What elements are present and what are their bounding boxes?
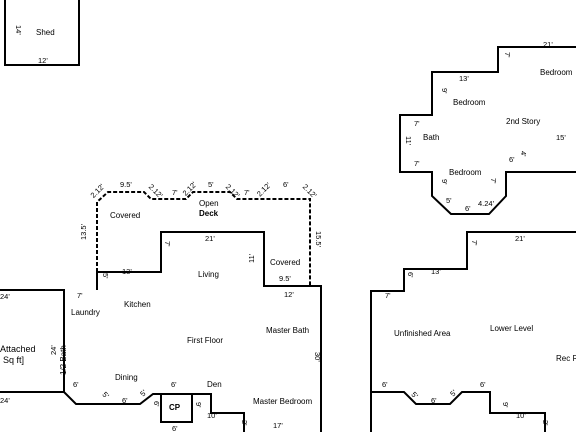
first-floor-label: First Floor [187, 336, 223, 345]
dim-ff-30: 30' [313, 352, 322, 362]
dim-ll-6c: 6' [431, 396, 437, 405]
dim-ff-7b: 7' [77, 291, 83, 300]
dim-ll-6d: 6' [480, 380, 486, 389]
dim-top-13: 13' [459, 74, 469, 83]
half-bath-label: 1/2 Bath [59, 345, 68, 375]
dim-ll-21: 21' [515, 234, 525, 243]
first-floor-wall [96, 231, 322, 432]
shed-side-dim: 14' [14, 25, 23, 35]
dim-ff-17: 17' [273, 421, 283, 430]
dim-ff-24a: 24' [0, 292, 10, 301]
attached-label-2: Sq ft] [3, 355, 24, 365]
open-deck-label-1: Open [199, 199, 219, 208]
master-bath-label: Master Bath [266, 326, 309, 335]
dim-deck-212d: 2.12' [224, 182, 242, 200]
shed-bottom-dim: 12' [38, 56, 48, 65]
dim-top-6: 6' [509, 155, 515, 164]
dim-deck-95: 9.5' [120, 180, 132, 189]
dim-ll-9: 9' [501, 402, 510, 408]
lower-level-wall [370, 231, 576, 432]
dim-ll-7a: 7' [470, 240, 479, 246]
dim-ll-6b: 6' [382, 380, 388, 389]
dim-deck-212c: 2.12' [181, 180, 199, 198]
dim-ff-6e: 6' [172, 424, 178, 432]
deck-outline [96, 191, 311, 286]
dim-ff-13: 13' [122, 267, 132, 276]
dim-ff-6c: 6' [152, 401, 161, 407]
bath-label: Bath [423, 133, 439, 142]
dim-ll-6a: 6' [406, 272, 415, 278]
dim-ll-7b: 7' [385, 291, 391, 300]
dim-ff-6b: 6' [122, 396, 128, 405]
dim-top-7d: 7' [489, 178, 498, 184]
dim-ff-5b: 5' [138, 388, 149, 399]
dim-top-5: 5' [446, 196, 452, 205]
dim-ll-2: 2' [541, 420, 550, 426]
covered-left-label: Covered [110, 211, 140, 220]
dim-top-21: 21' [543, 40, 553, 49]
cp-label: CP [169, 403, 181, 412]
dim-ll-5a: 5' [409, 390, 420, 401]
shed-wall [4, 0, 80, 66]
dim-ff-12: 12' [284, 290, 294, 299]
dim-top-7c: 7' [414, 159, 420, 168]
dim-ll-5b: 5' [448, 388, 459, 399]
dim-top-9: 9' [440, 88, 449, 94]
first-floor-bottom-wall [0, 391, 245, 432]
den-label: Den [207, 380, 222, 389]
dim-ll-13: 13' [431, 267, 441, 276]
dim-deck-6: 6' [283, 180, 289, 189]
dim-deck-7b: 7' [244, 188, 250, 197]
dim-ff-10: 10' [207, 411, 217, 420]
kitchen-label: Kitchen [124, 300, 151, 309]
dim-ff-11: 11' [247, 253, 256, 263]
dim-top-424: 4.24' [478, 199, 495, 208]
bedroom-top-label: Bedroom [540, 68, 573, 77]
dim-ff-24b: 24' [49, 345, 58, 355]
master-bedroom-label: Master Bedroom [253, 397, 312, 406]
dim-ff-7a: 7' [163, 241, 172, 247]
dim-top-6b: 6' [465, 204, 471, 213]
dim-deck-5: 5' [208, 180, 214, 189]
dim-ff-6a: 6' [73, 380, 79, 389]
attached-wall [0, 289, 65, 392]
dim-ff-21: 21' [205, 234, 215, 243]
dim-ff-24c: 24' [0, 396, 10, 405]
unfinished-area-label: Unfinished Area [394, 329, 451, 338]
dim-deck-135: 13.5' [79, 223, 88, 240]
lower-level-label: Lower Level [490, 324, 533, 333]
lower-level-bottom-wall [371, 391, 546, 432]
dim-ff-95: 9.5' [279, 274, 291, 283]
dim-top-4: 4' [519, 151, 528, 157]
dim-ff-5a: 5' [100, 390, 111, 401]
dim-top-7: 7' [503, 52, 512, 58]
dim-top-11: 11' [404, 136, 413, 146]
dim-top-7b: 7' [414, 119, 420, 128]
second-story-wall [399, 46, 576, 215]
rec-room-label: Rec R [556, 354, 576, 363]
second-story-label: 2nd Story [506, 117, 540, 126]
living-label: Living [198, 270, 219, 279]
bedroom-lower-label: Bedroom [449, 168, 482, 177]
dim-deck-212e: 2.12' [255, 180, 273, 198]
bedroom-2s-label: Bedroom [453, 98, 486, 107]
shed-label: Shed [36, 28, 55, 37]
dim-ll-10: 10' [516, 411, 526, 420]
covered-right-label: Covered [270, 258, 300, 267]
dim-top-9b: 9' [440, 179, 449, 185]
dim-deck-212f: 2.12' [301, 182, 319, 200]
laundry-label: Laundry [71, 308, 100, 317]
dim-deck-155: 15.5' [314, 231, 323, 248]
attached-label-1: Attached [0, 344, 36, 354]
dim-ff-5: 5' [101, 273, 110, 279]
dim-ff-9: 9' [194, 402, 203, 408]
dim-ff-2: 2' [240, 420, 249, 426]
dining-label: Dining [115, 373, 138, 382]
dim-deck-7a: 7' [172, 188, 178, 197]
dim-ff-6d: 6' [171, 380, 177, 389]
dim-top-15: 15' [556, 133, 566, 142]
open-deck-label-2: Deck [199, 209, 219, 218]
